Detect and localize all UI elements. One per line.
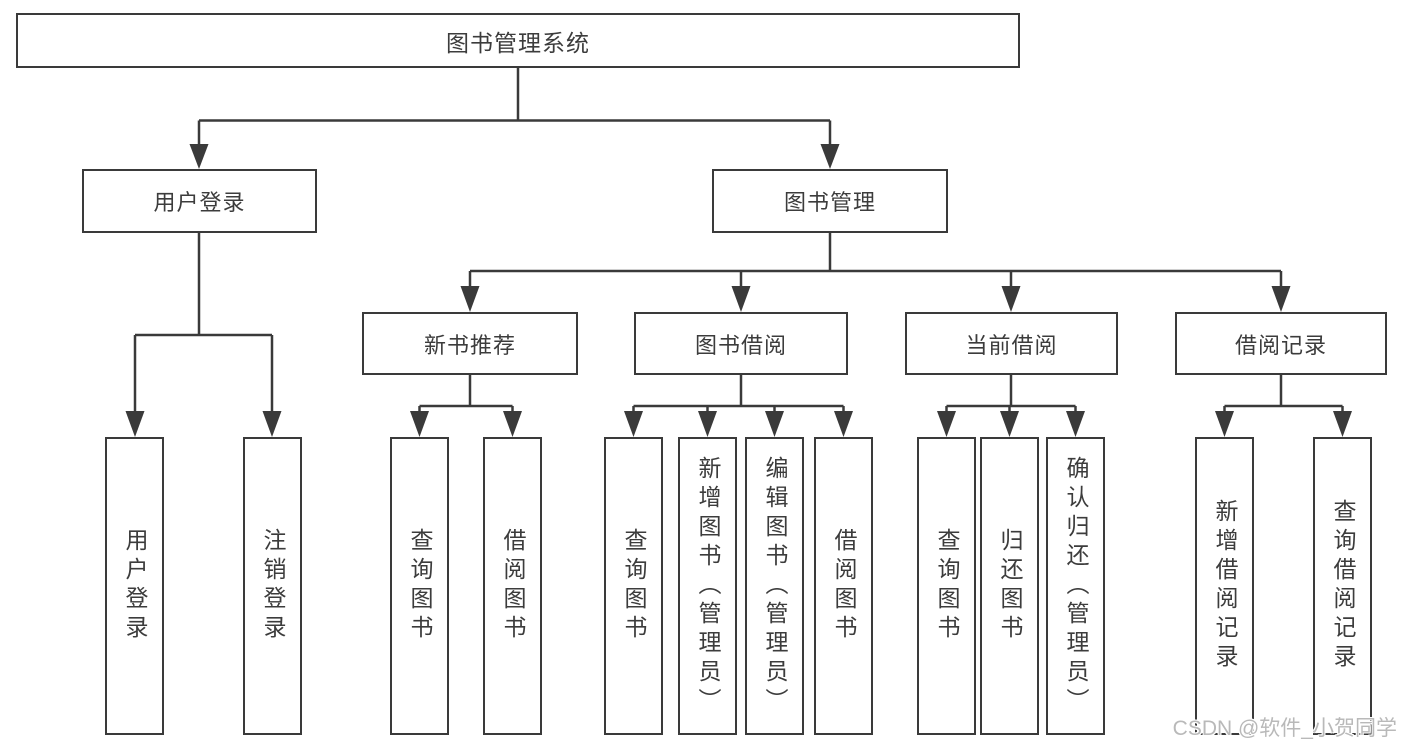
node-logout-leaf-label: 注销登录 <box>260 528 286 644</box>
node-logout-leaf: 注销登录 <box>243 437 302 735</box>
node-confirm-return-admin: 确认归还（管理员） <box>1046 437 1105 735</box>
node-add-books-admin-label: 新增图书（管理员） <box>695 455 721 717</box>
node-query-books-newbook-label: 查询图书 <box>407 528 433 644</box>
node-root: 图书管理系统 <box>16 13 1020 68</box>
node-root-label: 图书管理系统 <box>446 29 590 56</box>
node-add-books-admin: 新增图书（管理员） <box>678 437 737 735</box>
node-book-management: 图书管理 <box>712 169 948 233</box>
node-query-books-borrow: 查询图书 <box>604 437 663 735</box>
node-query-books-current: 查询图书 <box>917 437 976 735</box>
node-current-borrowing-label: 当前借阅 <box>965 332 1058 358</box>
node-borrow-books-newbook-label: 借阅图书 <box>500 528 526 644</box>
node-book-borrowing-label: 图书借阅 <box>694 332 787 358</box>
node-edit-books-admin: 编辑图书（管理员） <box>745 437 804 735</box>
node-user-login-leaf-label: 用户登录 <box>122 528 148 644</box>
node-query-books-current-label: 查询图书 <box>934 528 960 644</box>
node-query-books-borrow-label: 查询图书 <box>621 528 647 644</box>
node-book-management-label: 图书管理 <box>783 190 876 215</box>
node-new-book-recommend: 新书推荐 <box>362 312 578 375</box>
node-user-login-leaf: 用户登录 <box>105 437 164 735</box>
node-return-books-label: 归还图书 <box>997 528 1023 644</box>
node-new-book-recommend-label: 新书推荐 <box>423 332 516 358</box>
node-add-borrow-record: 新增借阅记录 <box>1195 437 1254 735</box>
watermark: CSDN @软件_小贺同学 <box>1172 717 1397 740</box>
node-confirm-return-admin-label: 确认归还（管理员） <box>1063 455 1089 717</box>
node-borrowing-records-label: 借阅记录 <box>1234 332 1327 358</box>
node-borrow-books-newbook: 借阅图书 <box>483 437 542 735</box>
node-user-login: 用户登录 <box>82 169 317 233</box>
node-borrow-books-borrow: 借阅图书 <box>814 437 873 735</box>
node-query-borrow-record-label: 查询借阅记录 <box>1330 499 1356 673</box>
node-query-borrow-record: 查询借阅记录 <box>1313 437 1372 735</box>
node-borrowing-records: 借阅记录 <box>1175 312 1387 375</box>
node-add-borrow-record-label: 新增借阅记录 <box>1212 499 1238 673</box>
node-current-borrowing: 当前借阅 <box>905 312 1118 375</box>
node-borrow-books-borrow-label: 借阅图书 <box>831 528 857 644</box>
node-edit-books-admin-label: 编辑图书（管理员） <box>762 455 788 717</box>
node-user-login-label: 用户登录 <box>153 190 246 215</box>
node-book-borrowing: 图书借阅 <box>634 312 848 375</box>
node-return-books: 归还图书 <box>980 437 1039 735</box>
node-query-books-newbook: 查询图书 <box>390 437 449 735</box>
